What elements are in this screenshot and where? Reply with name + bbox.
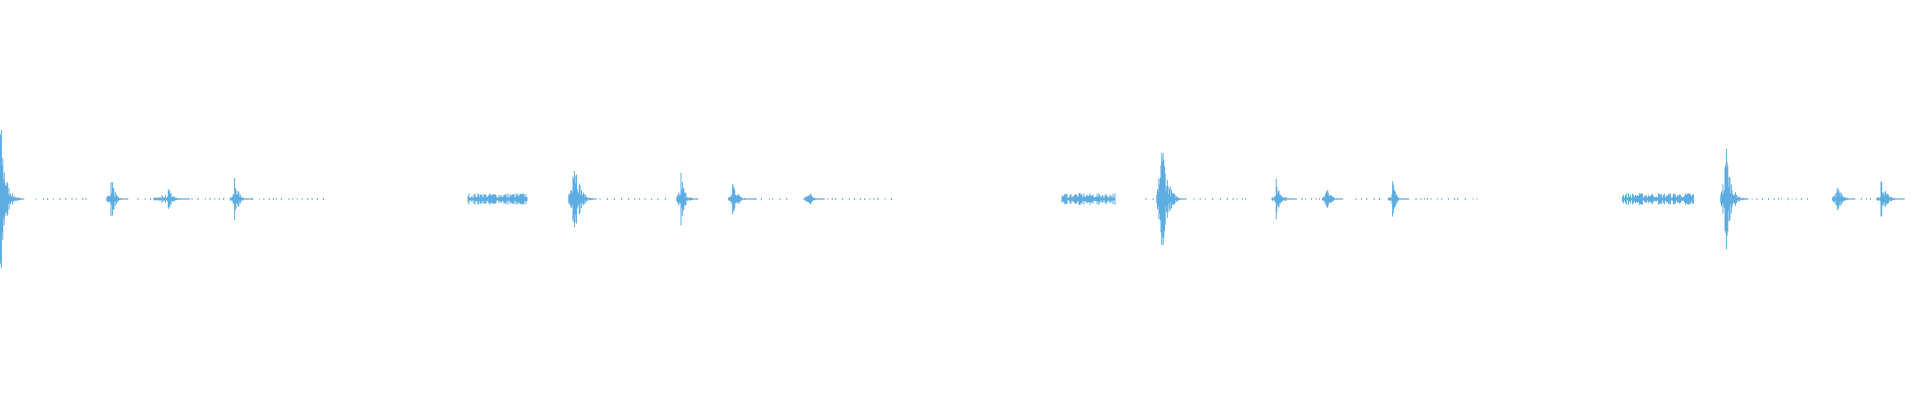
waveform-path-4 xyxy=(1621,148,1905,250)
waveform-cluster-1 xyxy=(0,129,324,269)
waveform-path-2 xyxy=(467,171,892,227)
waveform-cluster-2 xyxy=(467,171,892,227)
waveform-path-3 xyxy=(1061,152,1478,246)
waveform-trace xyxy=(0,129,1905,269)
waveform-cluster-4 xyxy=(1621,148,1905,250)
waveform-cluster-3 xyxy=(1061,152,1478,246)
waveform-path-1 xyxy=(0,129,324,269)
